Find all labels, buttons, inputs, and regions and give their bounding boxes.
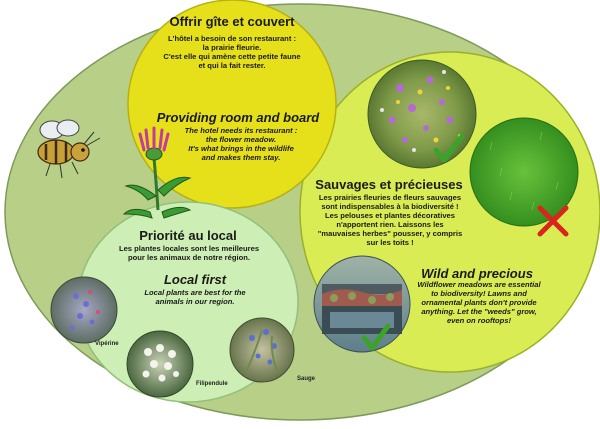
yellow-text-en-line: and makes them stay. [201, 152, 281, 162]
yellow-circle [127, 0, 337, 209]
filipendule-photo [126, 330, 194, 398]
lime-text-en-line: ornamental plants don't provide [421, 297, 537, 307]
caption-viperine: Vipérine [95, 341, 119, 347]
lime-text-en: Wildflower meadows are essential to biod… [404, 280, 554, 326]
lime-text-fr-line: sont indispensables à la biodiversité ! [321, 201, 459, 211]
pale-text-en: Local plants are best for the animals in… [130, 288, 260, 307]
pale-text-en-line: animals in our region. [155, 296, 235, 306]
lime-text-fr-line: "mauvaises herbes" pousser, y compris [317, 228, 463, 238]
yellow-text-en: The hotel needs its restaurant : the flo… [166, 126, 316, 163]
lawn-photo [469, 117, 579, 227]
wildflower-meadow-photo [367, 59, 477, 169]
yellow-title-fr: Offrir gîte et couvert [169, 14, 295, 29]
yellow-title-en: Providing room and board [156, 110, 320, 125]
pale-text-fr-line: pour les animaux de notre région. [128, 252, 250, 262]
lime-text-fr-line: n'apportent rien. Laissons les [336, 219, 444, 229]
viperine-photo [50, 276, 118, 344]
pale-text-fr-line: Les plantes locales sont les meilleures [118, 244, 260, 253]
cross-icon [537, 205, 569, 237]
lime-text-en-line: to biodiversity! Lawns and [431, 288, 527, 298]
checkmark-icon [433, 133, 465, 163]
lime-text-fr: Les prairies fleuries de fleurs sauvages… [302, 193, 478, 248]
yellow-text-fr: L'hôtel a besoin de son restaurant : la … [146, 34, 318, 71]
sauge-photo [229, 317, 295, 383]
yellow-text-en-line: the flower meadow. [205, 134, 277, 144]
pale-text-en-line: Local plants are best for the [144, 288, 246, 297]
yellow-text-en-line: It's what brings in the wildlife [188, 143, 294, 153]
yellow-text-fr-line: C'est elle qui amène cette petite faune [163, 51, 301, 61]
checkmark-icon [361, 323, 391, 351]
thistle-flower-icon [122, 126, 192, 219]
caption-sauge: Sauge [297, 376, 316, 382]
yellow-text-fr-line: L'hôtel a besoin de son restaurant : [168, 34, 296, 43]
lime-text-fr-line: sur les toits ! [366, 237, 414, 247]
pale-title-en: Local first [163, 272, 227, 287]
lime-text-en-line: anything. Let the "weeds" grow, [421, 306, 537, 316]
pale-title-fr: Priorité au local [139, 228, 237, 243]
pale-text-fr: Les plantes locales sont les meilleures … [106, 244, 272, 263]
yellow-text-fr-line: et qui la fait rester. [198, 60, 266, 70]
lime-text-fr-line: Les pelouses et plantes décoratives [325, 210, 455, 220]
lime-text-en-line: even on rooftops! [446, 315, 512, 325]
yellow-text-en-line: The hotel needs its restaurant : [184, 126, 298, 135]
yellow-text-fr-line: la prairie fleurie. [202, 42, 262, 52]
lime-title-en: Wild and precious [421, 266, 533, 281]
bee-icon [37, 119, 101, 179]
lime-title-fr: Sauvages et précieuses [315, 177, 463, 192]
lime-text-fr-line: Les prairies fleuries de fleurs sauvages [318, 193, 462, 202]
caption-filipendule: Filipendule [196, 381, 228, 387]
lime-text-en-line: Wildflower meadows are essential [417, 280, 541, 289]
